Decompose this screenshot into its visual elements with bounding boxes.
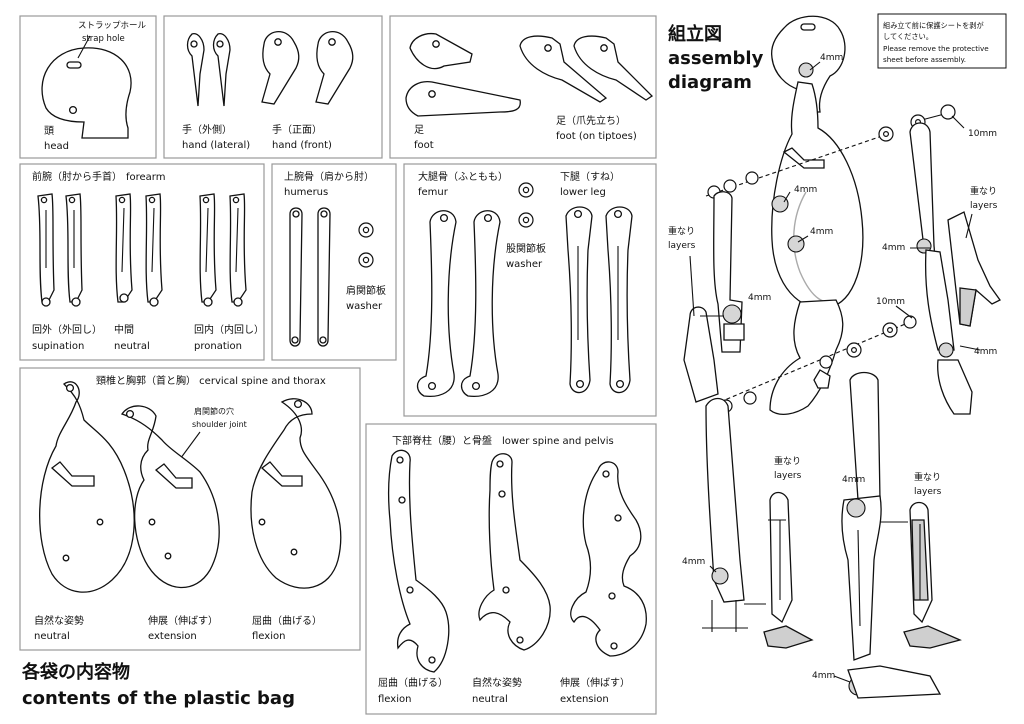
panel-humerus xyxy=(271,163,397,361)
callout-layers-en-4: layers xyxy=(914,487,942,497)
callout-layers-jp-1: 重なり xyxy=(668,225,695,237)
thorax-joint-en: shoulder joint xyxy=(192,420,247,429)
pelvis-item-3-jp: 伸展（伸ばす） xyxy=(560,677,630,689)
hand-lateral-en: hand (lateral) xyxy=(182,140,250,151)
callout-4mm-elbow-right: 4mm xyxy=(882,243,905,253)
notice-box xyxy=(877,13,1007,69)
forearm-item-3-jp: 回内（内回し） xyxy=(194,323,264,336)
bag-title-en: contents of the plastic bag xyxy=(22,688,295,709)
thorax-item-1-jp: 自然な姿勢 xyxy=(34,614,84,627)
thorax-item-2-jp: 伸展（伸ばす） xyxy=(148,615,218,627)
foot-tiptoe-en: foot (on tiptoes) xyxy=(556,131,637,142)
femur-title-jp: 大腿骨（ふともも） xyxy=(418,170,508,183)
thorax-title: 頸椎と胸郭（首と胸） cervical spine and thorax xyxy=(96,374,326,387)
callout-layers-jp-4: 重なり xyxy=(914,471,941,483)
humerus-parts: 上腕骨（肩から肘） humerus 肩関節板 washer xyxy=(284,170,386,347)
thorax-item-1-en: neutral xyxy=(34,631,70,642)
femur-lowerleg-parts: 大腿骨（ふともも） femur 下腿（すね） lower leg 股関節板 wa… xyxy=(416,170,633,398)
forearm-title-jp: 前腕（肘から手首） xyxy=(32,170,122,183)
bag-title-jp: 各袋の内容物 xyxy=(21,661,130,683)
pelvis-title: 下部脊柱（腰）と骨盤 lower spine and pelvis xyxy=(392,434,614,447)
panel-thorax xyxy=(19,367,361,651)
callout-layers-jp-3: 重なり xyxy=(774,455,801,467)
pelvis-parts: 下部脊柱（腰）と骨盤 lower spine and pelvis 屈曲（曲げる… xyxy=(378,434,647,705)
panel-foot xyxy=(389,15,657,159)
foot-en: foot xyxy=(414,140,434,151)
thorax-item-2-en: extension xyxy=(148,631,197,642)
humerus-washer-jp: 肩関節板 xyxy=(346,284,386,297)
hand-front-jp: 手（正面） xyxy=(272,123,322,136)
femur-washer-jp: 股関節板 xyxy=(506,242,546,255)
forearm-item-3-en: pronation xyxy=(194,341,242,352)
callout-10mm-hip: 10mm xyxy=(876,297,905,307)
assembly-figure: 4mm 4mm 4mm 4mm 4mm 4mm 4mm 4mm 4mm 10mm… xyxy=(668,15,1001,699)
notice-line-3: Please remove the protective xyxy=(883,44,989,53)
lowerleg-title-en: lower leg xyxy=(560,187,606,198)
forearm-item-2-en: neutral xyxy=(114,341,150,352)
head-label-en: head xyxy=(44,141,69,152)
panel-femur-lowerleg xyxy=(403,163,657,417)
foot-jp: 足 xyxy=(414,124,424,136)
callout-4mm-elbow-left: 4mm xyxy=(748,293,771,303)
callout-4mm-ankle: 4mm xyxy=(812,671,835,681)
femur-title-en: femur xyxy=(418,187,449,198)
forearm-item-2-jp: 中間 xyxy=(114,323,134,336)
assembly-title-en-1: assembly xyxy=(668,48,764,69)
thorax-item-3-jp: 屈曲（曲げる） xyxy=(252,615,322,627)
callout-4mm-knee-left: 4mm xyxy=(682,557,705,567)
callout-4mm-knee-right: 4mm xyxy=(842,475,865,485)
panel-pelvis xyxy=(365,423,657,715)
callout-layers-en-1: layers xyxy=(668,241,696,251)
panel-head xyxy=(19,15,157,159)
callout-4mm-torso-1: 4mm xyxy=(794,185,817,195)
forearm-item-1-jp: 回外（外回し） xyxy=(32,324,102,336)
callout-4mm-wrist: 4mm xyxy=(974,347,997,357)
humerus-title-en: humerus xyxy=(284,187,328,198)
pelvis-item-2-en: neutral xyxy=(472,694,508,705)
hand-parts: 手（外側） hand (lateral) 手（正面） hand (front) xyxy=(182,31,354,151)
callout-layers-en-3: layers xyxy=(774,471,802,481)
hand-front-en: hand (front) xyxy=(272,140,332,151)
humerus-title-jp: 上腕骨（肩から肘） xyxy=(284,170,374,183)
lowerleg-title-jp: 下腿（すね） xyxy=(560,171,620,183)
notice-line-1: 組み立て前に保護シートを剥が xyxy=(883,21,984,30)
callout-layers-en-2: layers xyxy=(970,201,998,211)
notice-line-2: してください。 xyxy=(883,32,933,41)
pelvis-item-1-jp: 屈曲（曲げる） xyxy=(378,677,448,689)
thorax-joint-jp: 肩関節の穴 xyxy=(194,406,234,416)
head-label-jp: 頭 xyxy=(44,125,54,137)
panel-forearm xyxy=(19,163,265,361)
callout-4mm-head: 4mm xyxy=(820,53,843,63)
pelvis-item-1-en: flexion xyxy=(378,694,411,705)
head-part: ストラップホール strap hole 頭 head xyxy=(41,21,147,152)
hand-lateral-jp: 手（外側） xyxy=(182,123,232,136)
callout-4mm-torso-2: 4mm xyxy=(810,227,833,237)
foot-tiptoe-jp: 足（爪先立ち） xyxy=(556,114,626,127)
assembly-title-en-2: diagram xyxy=(668,72,752,93)
forearm-item-1-en: supination xyxy=(32,341,84,352)
femur-washer-en: washer xyxy=(506,259,543,270)
pelvis-item-3-en: extension xyxy=(560,694,609,705)
thorax-parts: 頸椎と胸郭（首と胸） cervical spine and thorax 肩関節… xyxy=(34,374,342,642)
callout-10mm-shoulder: 10mm xyxy=(968,129,997,139)
foot-parts: 足 foot 足（爪先立ち） foot (on tiptoes) xyxy=(405,32,654,151)
forearm-parts: 前腕（肘から手首） forearm 回外（外回し） supination 中間 … xyxy=(32,170,264,352)
thorax-item-3-en: flexion xyxy=(252,631,285,642)
head-note-en: strap hole xyxy=(82,34,125,44)
panel-hand xyxy=(163,15,383,159)
assembly-title-jp: 組立図 xyxy=(668,23,722,45)
notice-line-4: sheet before assembly. xyxy=(883,55,966,64)
forearm-title-en: forearm xyxy=(126,172,166,183)
head-note-jp: ストラップホール xyxy=(78,21,147,31)
humerus-washer-en: washer xyxy=(346,301,383,312)
callout-layers-jp-2: 重なり xyxy=(970,185,997,197)
pelvis-item-2-jp: 自然な姿勢 xyxy=(472,676,522,689)
